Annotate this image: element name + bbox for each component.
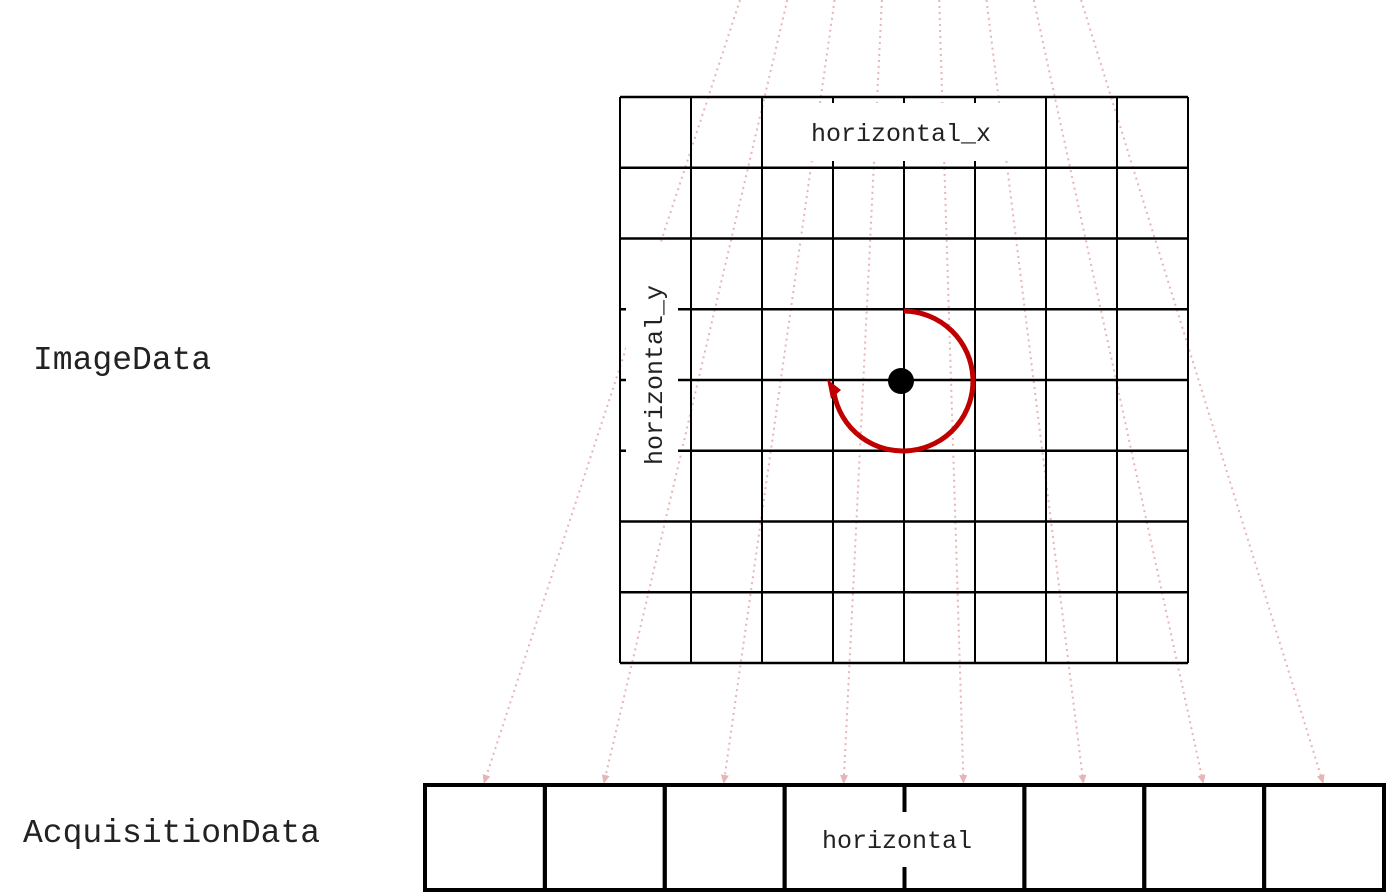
projection-ray [840, 0, 883, 784]
image-data-label: ImageData [33, 342, 211, 379]
rotation-arrow-head [827, 379, 841, 399]
horizontal-label: horizontal [822, 827, 972, 856]
acquisition-bin [1262, 783, 1386, 892]
horizontal-x-label-bg [778, 103, 1030, 161]
projection-ray [1032, 0, 1206, 784]
acquisition-data-label: AcquisitionData [23, 815, 320, 852]
acquisition-bin [423, 783, 547, 892]
acquisition-bin [1142, 783, 1267, 892]
projection-ray [985, 0, 1087, 784]
horizontal-label-bg [796, 812, 1001, 867]
horizontal-x-label: horizontal_x [811, 120, 991, 149]
acquisition-bin [662, 783, 787, 892]
acquisition-bin [542, 783, 667, 892]
projection-ray [938, 0, 968, 784]
rotation-arrow [831, 308, 976, 454]
center-of-rotation-dot [888, 368, 914, 394]
acquisition-bin [1022, 783, 1147, 892]
projection-rays [482, 0, 1325, 784]
projection-ray [1080, 0, 1325, 784]
acquisition-data-bins [423, 783, 1386, 892]
projection-ray [601, 0, 789, 784]
image-data-grid [619, 95, 1189, 665]
horizontal-y-label-bg [626, 243, 678, 465]
horizontal-y-label: horizontal_y [641, 285, 670, 465]
